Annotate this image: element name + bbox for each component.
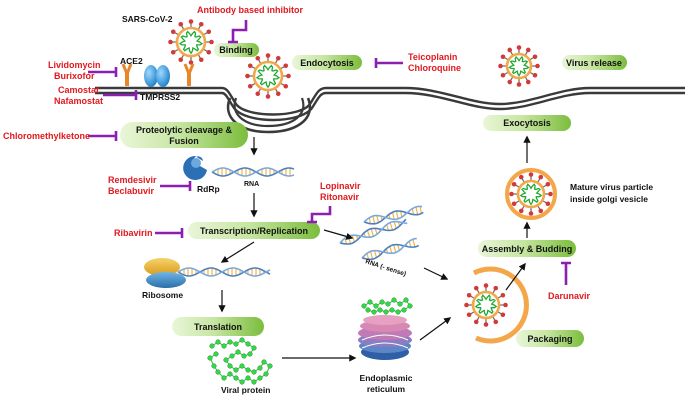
flow-arrows <box>218 135 531 362</box>
assembly-label: Assembly & Budding <box>482 244 573 254</box>
inhibition-bars <box>88 20 571 285</box>
ribosome <box>144 258 186 288</box>
mature-label-2: inside golgi vesicle <box>570 194 648 204</box>
proteolytic-label-1: Proteolytic cleavage & <box>136 125 233 135</box>
step-proteolytic-cleavage: Proteolytic cleavage & Fusion <box>120 122 248 148</box>
endocytosis-inhibit-bar <box>374 58 403 68</box>
drug-antibody: Antibody based inhibitor <box>197 5 303 15</box>
binding-label: Binding <box>219 45 253 55</box>
sars-cov-2-label: SARS-CoV-2 <box>122 14 173 24</box>
er-label-2: reticulum <box>367 384 406 394</box>
rna-strand-negative-1 <box>363 205 424 225</box>
step-transcription-replication: Transcription/Replication <box>188 222 320 239</box>
mature-label-1: Mature virus particle <box>570 182 653 192</box>
endocytosis-label: Endocytosis <box>300 58 354 68</box>
drug-nafamostat: Nafamostat <box>54 96 103 106</box>
arrow-er-to-packaging <box>419 317 452 341</box>
packaging-label: Packaging <box>527 334 572 344</box>
antibody-inhibit-bar <box>228 20 248 44</box>
ribosome-label: Ribosome <box>142 290 183 300</box>
tmprss2-inhibit-bar <box>103 90 138 100</box>
rdrp-enzyme <box>183 156 207 180</box>
arrow-packaging-to-assembly <box>505 262 526 291</box>
drug-ritonavir: Ritonavir <box>320 192 360 202</box>
ace2-inhibit-bar <box>88 67 118 77</box>
rna-label: RNA <box>244 181 259 188</box>
drug-ribavirin: Ribavirin <box>114 228 153 238</box>
viral-protein-chain <box>207 337 273 385</box>
rna-strand-genomic <box>211 167 295 177</box>
drug-lividomycin: Lividomycin <box>48 60 101 70</box>
transcription-label: Transcription/Replication <box>200 226 308 236</box>
drug-camostat: Camostat <box>58 85 99 95</box>
exocytosis-label: Exocytosis <box>503 118 551 128</box>
arrow-rna-to-packaging <box>423 267 449 280</box>
virus-release-label: Virus release <box>566 58 622 68</box>
viral-protein-label: Viral protein <box>221 385 270 395</box>
step-virus-release: Virus release <box>562 55 627 70</box>
assembly-inhibit-bar <box>561 261 571 285</box>
rdrp-label: RdRp <box>197 184 220 194</box>
rna-strand-ribosome <box>177 267 271 277</box>
cell-membrane <box>95 86 685 134</box>
drug-teicoplanin: Teicoplanin <box>408 52 457 62</box>
er-protein-chain <box>361 297 413 315</box>
arrow-transcription-to-negative-rna <box>323 229 354 240</box>
er-label-1: Endoplasmic <box>360 373 413 383</box>
rna-negative-label: RNA (- sense) <box>364 258 406 278</box>
ace2-receptor <box>121 63 133 86</box>
step-translation: Translation <box>172 317 264 336</box>
ace2-receptor-2 <box>183 63 195 86</box>
virus-particle-binding <box>168 19 214 65</box>
virus-particle-endocytosed <box>245 53 291 99</box>
virus-particle-release <box>498 45 540 87</box>
drug-chloroquine: Chloroquine <box>408 63 461 73</box>
packaging-vesicle <box>472 266 529 344</box>
proteolytic-inhibit-bar <box>88 131 118 141</box>
translation-label: Translation <box>194 322 242 332</box>
drug-chloromethylketone: Chloromethylketone <box>3 131 90 141</box>
transcription-inhibit-bar-ribavirin <box>155 228 184 238</box>
arrow-transcription-to-ribosome <box>220 241 255 263</box>
ace2-label: ACE2 <box>120 56 143 66</box>
rna-strand-negative-2 <box>339 218 408 245</box>
step-binding: Binding <box>214 43 259 57</box>
endoplasmic-reticulum <box>358 315 412 360</box>
rdrp-inhibit-bar <box>160 181 192 191</box>
step-exocytosis: Exocytosis <box>483 115 571 131</box>
drug-beclabuvir: Beclabuvir <box>108 186 155 196</box>
rna-strand-negative-3 <box>361 237 420 261</box>
step-assembly-budding: Assembly & Budding <box>478 240 576 257</box>
proteolytic-label-2: Fusion <box>169 136 199 146</box>
step-packaging: Packaging <box>516 330 584 347</box>
drug-lopinavir: Lopinavir <box>320 181 361 191</box>
step-endocytosis: Endocytosis <box>292 55 362 70</box>
virus-particle-packaging <box>464 283 508 327</box>
tmprss2-label: TMPRSS2 <box>140 92 180 102</box>
virus-particle-mature <box>505 168 557 220</box>
tmprss2-protein <box>144 65 170 87</box>
drug-remdesivir: Remdesivir <box>108 175 157 185</box>
drug-darunavir: Darunavir <box>548 291 591 301</box>
drug-burixofor: Burixofor <box>54 71 95 81</box>
transcription-inhibit-bar-lopinavir <box>307 206 332 224</box>
